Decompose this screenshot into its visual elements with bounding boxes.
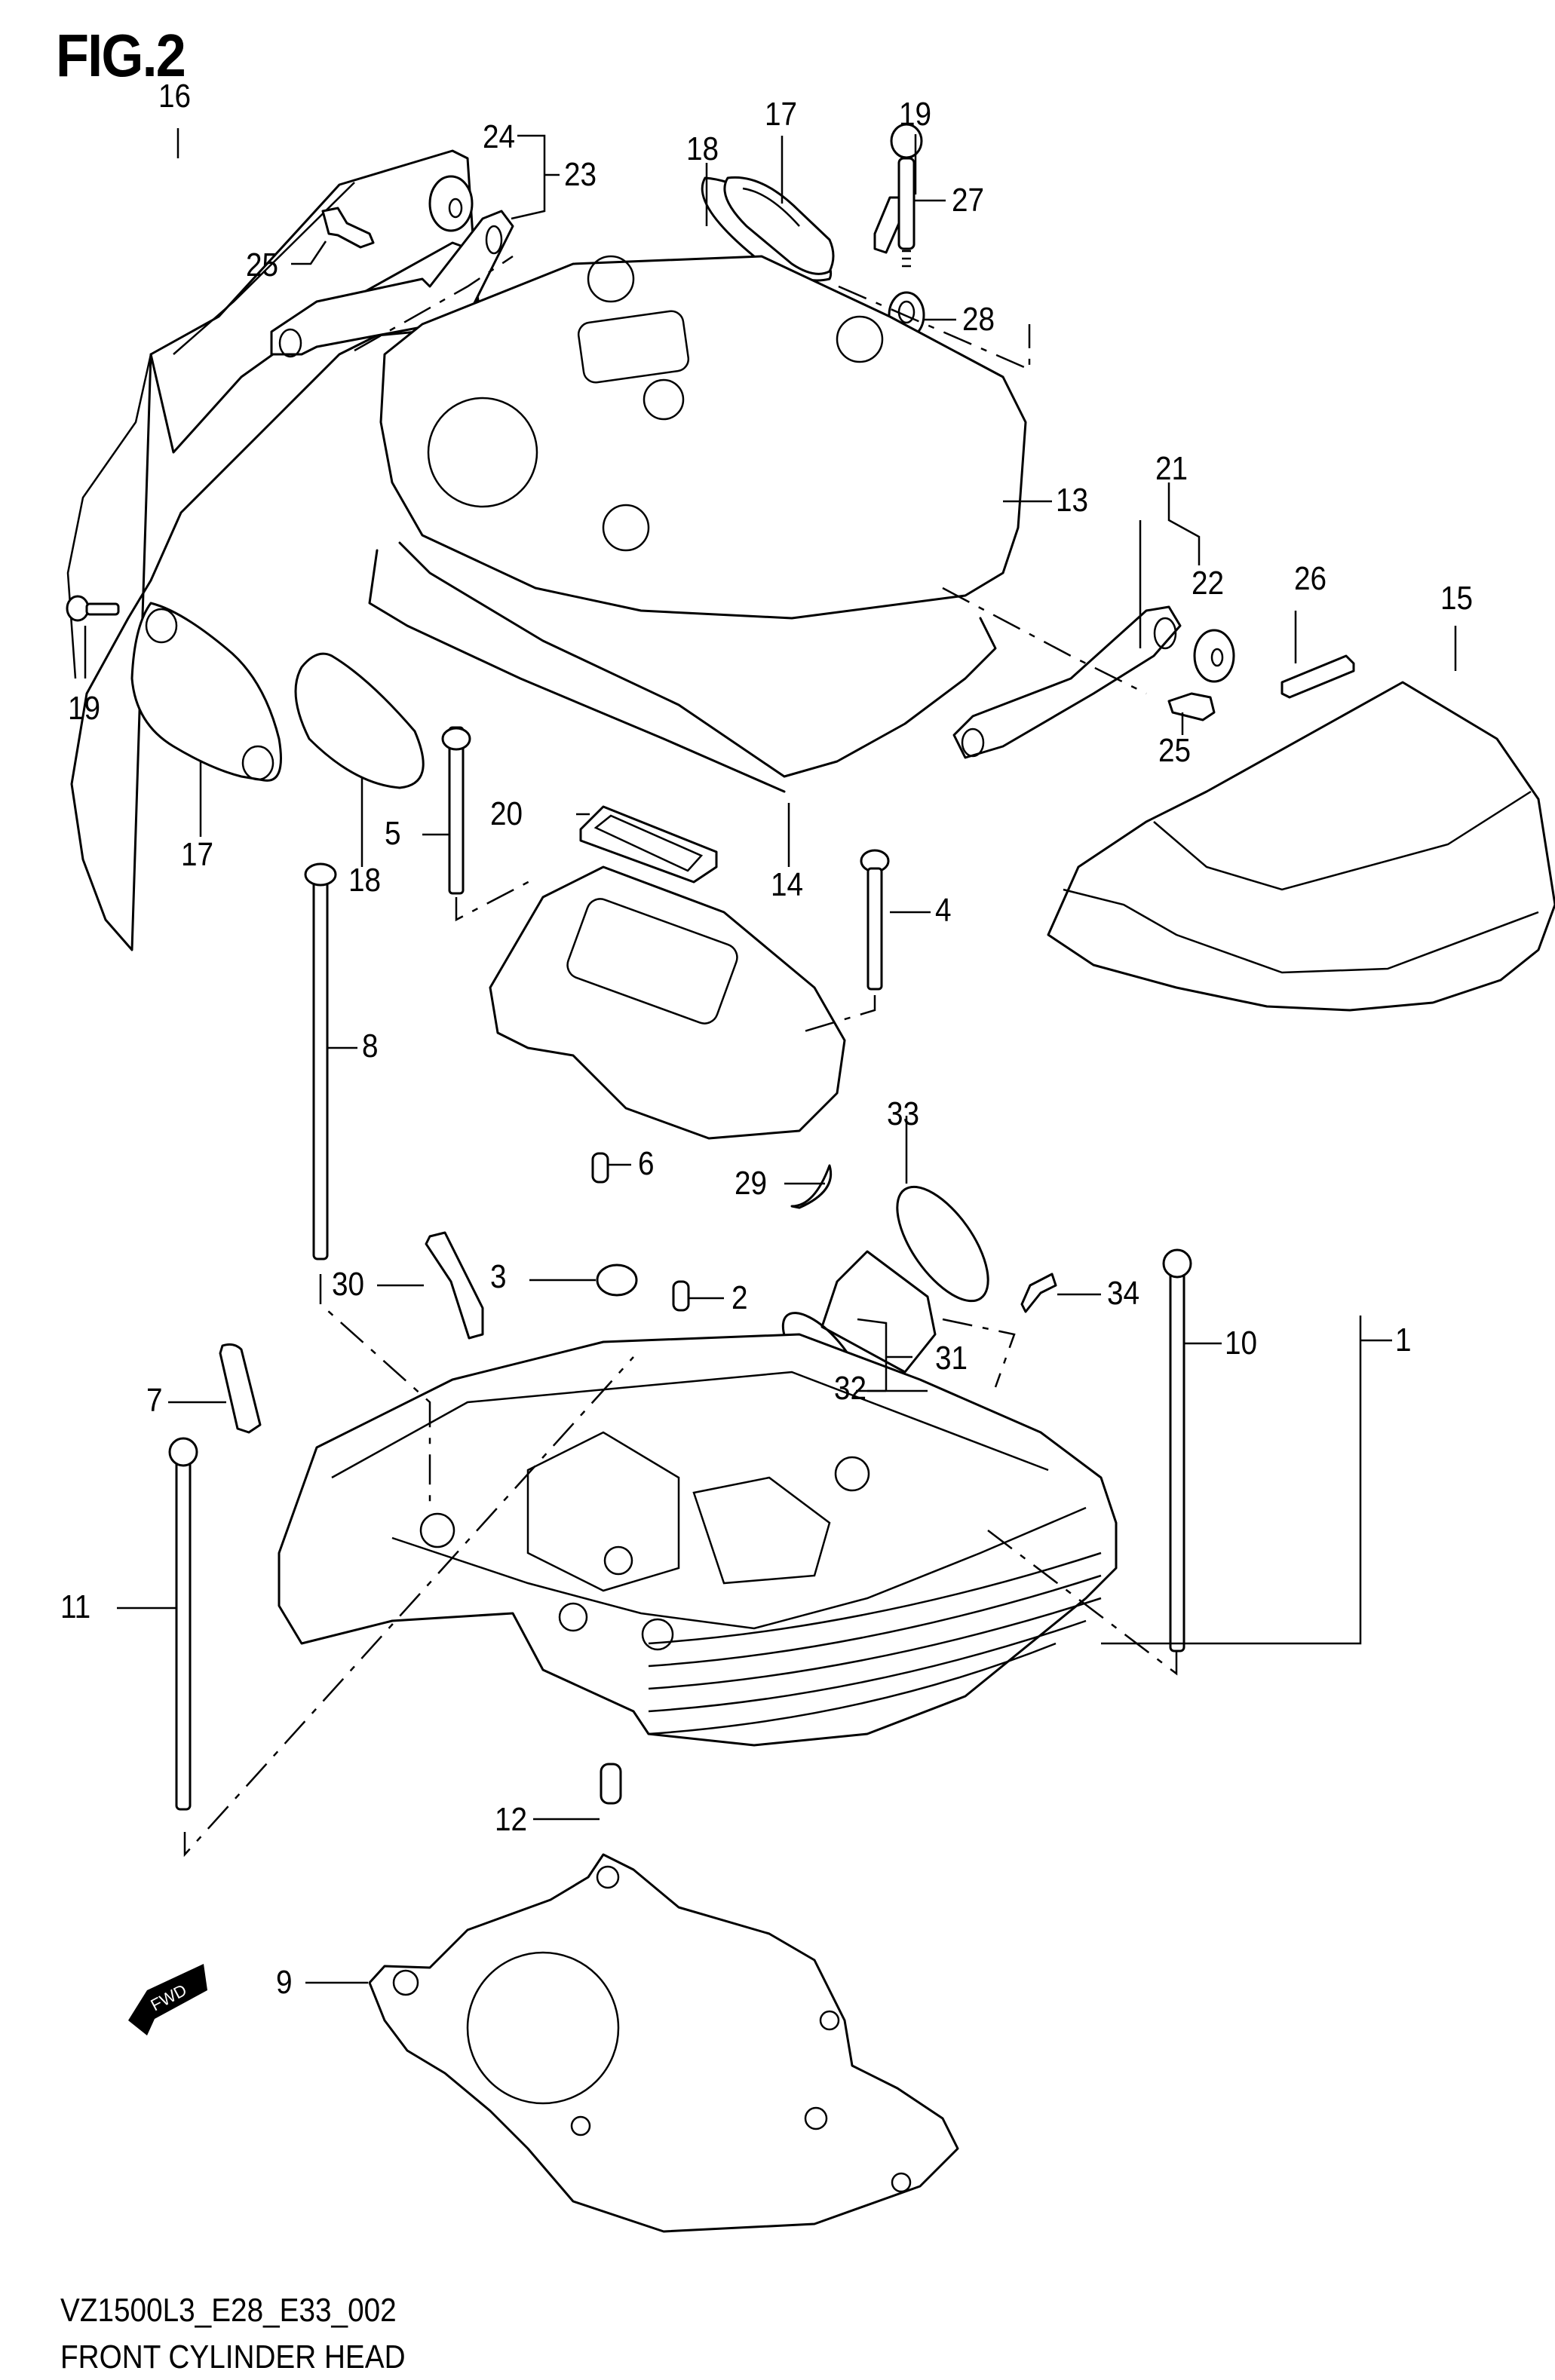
callout-22[interactable]: 22 bbox=[1192, 565, 1225, 602]
callout-1[interactable]: 1 bbox=[1395, 1322, 1412, 1358]
part-24-grommet[interactable] bbox=[428, 175, 474, 232]
part-10-stud-bolt[interactable] bbox=[1162, 1248, 1192, 1653]
callout-28[interactable]: 28 bbox=[962, 301, 995, 338]
part-31-intake-pipe[interactable] bbox=[820, 1250, 937, 1374]
callout-32[interactable]: 32 bbox=[834, 1370, 867, 1407]
callout-7[interactable]: 7 bbox=[146, 1382, 163, 1419]
callout-17[interactable]: 17 bbox=[181, 836, 214, 873]
part-16-outer-cover-left[interactable] bbox=[66, 149, 484, 951]
part-13-cylinder-head-cover[interactable] bbox=[379, 255, 1027, 620]
callout-13[interactable]: 13 bbox=[1056, 482, 1089, 519]
part-4-bolt[interactable] bbox=[860, 849, 890, 991]
callout-6[interactable]: 6 bbox=[638, 1145, 655, 1182]
callout-25[interactable]: 25 bbox=[1158, 732, 1192, 769]
callout-12[interactable]: 12 bbox=[495, 1801, 528, 1838]
part-6-pin[interactable] bbox=[591, 1152, 609, 1184]
callout-18[interactable]: 18 bbox=[686, 130, 719, 167]
callout-26[interactable]: 26 bbox=[1294, 560, 1327, 597]
part-15-outer-cover-right[interactable] bbox=[1047, 681, 1555, 1012]
part-19-bolt[interactable] bbox=[66, 595, 120, 622]
callout-23[interactable]: 23 bbox=[564, 156, 597, 193]
callout-8[interactable]: 8 bbox=[362, 1028, 379, 1064]
callout-17[interactable]: 17 bbox=[765, 96, 798, 133]
part-9-cylinder-head-gasket[interactable] bbox=[368, 1853, 959, 2233]
figure-name: FRONT CYLINDER HEAD bbox=[60, 2339, 406, 2375]
part-5-bolt[interactable] bbox=[441, 726, 471, 895]
part-33-clamp[interactable] bbox=[880, 1172, 1005, 1316]
callout-29[interactable]: 29 bbox=[735, 1165, 768, 1202]
part-12-dowel-pin[interactable] bbox=[600, 1763, 622, 1805]
callout-33[interactable]: 33 bbox=[887, 1095, 920, 1132]
part-17-cap[interactable] bbox=[723, 176, 835, 275]
callout-2[interactable]: 2 bbox=[731, 1279, 748, 1316]
part-30-spark-plug[interactable] bbox=[425, 1231, 484, 1340]
callout-19[interactable]: 19 bbox=[68, 690, 101, 727]
callout-30[interactable]: 30 bbox=[332, 1266, 365, 1303]
callout-3[interactable]: 3 bbox=[490, 1258, 507, 1295]
part-26-cushion[interactable] bbox=[1280, 654, 1355, 699]
callout-18[interactable]: 18 bbox=[348, 862, 382, 899]
callout-21[interactable]: 21 bbox=[1155, 450, 1188, 487]
callout-11[interactable]: 11 bbox=[60, 1588, 91, 1625]
callout-5[interactable]: 5 bbox=[385, 815, 401, 852]
part-11-stud-bolt[interactable] bbox=[168, 1437, 198, 1811]
callout-19[interactable]: 19 bbox=[899, 96, 932, 133]
part-22-grommet[interactable] bbox=[1193, 629, 1235, 683]
part-2-pin[interactable] bbox=[672, 1280, 690, 1312]
callout-31[interactable]: 31 bbox=[935, 1340, 968, 1377]
part-29-clip[interactable] bbox=[790, 1164, 833, 1209]
part-25-bolt[interactable] bbox=[321, 207, 375, 249]
callout-15[interactable]: 15 bbox=[1440, 580, 1474, 617]
part-21-bracket[interactable] bbox=[952, 605, 1182, 759]
callout-20[interactable]: 20 bbox=[490, 795, 523, 832]
callout-16[interactable]: 16 bbox=[158, 78, 192, 115]
part-8-stud-bolt[interactable] bbox=[304, 862, 337, 1260]
leader-lines bbox=[84, 128, 1457, 1984]
callout-14[interactable]: 14 bbox=[771, 866, 804, 903]
part-17-cap[interactable] bbox=[130, 602, 282, 782]
part-1-cylinder-head[interactable] bbox=[278, 1333, 1118, 1747]
intake-manifold bbox=[489, 865, 846, 1140]
callout-25[interactable]: 25 bbox=[246, 247, 279, 283]
part-25-bolt[interactable] bbox=[1167, 692, 1216, 721]
figure-code: VZ1500L3_E28_E33_002 bbox=[60, 2292, 397, 2329]
part-34-screw[interactable] bbox=[1020, 1273, 1057, 1313]
callout-9[interactable]: 9 bbox=[276, 1964, 293, 2001]
callout-10[interactable]: 10 bbox=[1225, 1325, 1258, 1362]
callout-27[interactable]: 27 bbox=[952, 182, 985, 219]
callout-34[interactable]: 34 bbox=[1107, 1275, 1140, 1312]
callout-4[interactable]: 4 bbox=[935, 892, 952, 929]
fwd-arrow-icon: FWD bbox=[128, 1964, 207, 2035]
callout-24[interactable]: 24 bbox=[483, 118, 516, 155]
part-27-bolt[interactable] bbox=[890, 123, 923, 268]
part-20-gasket[interactable] bbox=[579, 805, 718, 884]
figure-title: FIG.2 bbox=[56, 22, 186, 89]
part-14-head-cover-gasket[interactable] bbox=[368, 541, 997, 793]
part-3-o-ring[interactable] bbox=[596, 1264, 638, 1297]
part-18-o-ring[interactable] bbox=[294, 652, 425, 789]
part-7-stud[interactable] bbox=[219, 1343, 262, 1434]
